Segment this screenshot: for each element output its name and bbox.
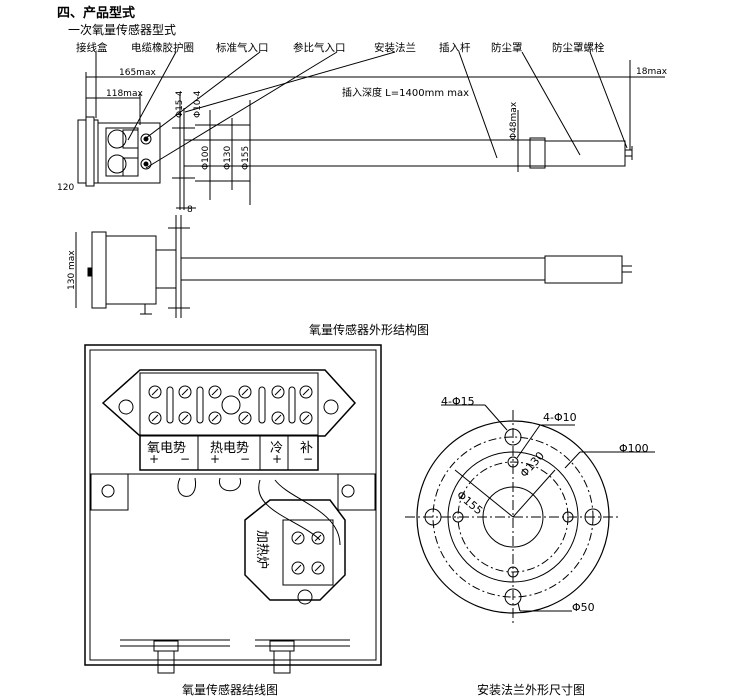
terminal-screw: [271, 385, 285, 399]
dim-phi15-4: Φ15-4: [175, 90, 185, 118]
sensor-top-view: [77, 51, 665, 210]
screw-slot: [294, 534, 302, 542]
terminal-screw: [148, 411, 162, 425]
caption-flange: 安装法兰外形尺寸图: [477, 683, 586, 697]
polarity-2: −: [180, 452, 191, 466]
dim-phi48max: Φ48max: [509, 101, 519, 140]
caption-wiring: 氧量传感器结线图: [182, 683, 279, 697]
terminal-divider: [196, 386, 204, 424]
terminal-screw: [299, 385, 313, 399]
polarity-6: −: [303, 452, 314, 466]
flange-drawing: [405, 404, 655, 625]
screw-slot: [211, 414, 219, 422]
label-d50: Φ50: [572, 601, 595, 614]
heater-label: 加热炉: [254, 530, 269, 569]
callout-reference-gas-inlet: 参比气入口: [293, 42, 346, 54]
terminal-screw: [178, 385, 192, 399]
dim-120: 120: [57, 183, 75, 193]
screw-slot: [241, 414, 249, 422]
screw-slot: [274, 388, 282, 396]
caption-outline-structure: 氧量传感器外形结构图: [309, 323, 430, 337]
heater-screw: [291, 561, 305, 575]
dim-phi130: Φ130: [223, 145, 233, 170]
section-heading: 四、产品型式: [57, 6, 136, 21]
center-mount-hole: [221, 395, 241, 415]
screw-slot: [302, 388, 310, 396]
screw-slot: [211, 388, 219, 396]
dim-8: 8: [187, 205, 193, 215]
heater-screw: [291, 531, 305, 545]
polarity-1: +: [149, 452, 160, 466]
terminal-screw: [238, 385, 252, 399]
heater-screw: [311, 561, 325, 575]
label-thermal-emf: 热电势: [210, 441, 250, 456]
terminal-screw: [271, 411, 285, 425]
label-holes-small: 4-Φ10: [543, 411, 577, 424]
callout-cable-grommet: 电缆橡胶护圈: [131, 42, 194, 54]
callout-dust-cover: 防尘罩: [491, 42, 523, 54]
terminal-divider: [288, 386, 296, 424]
dim-phi10-4: Φ10-4: [193, 90, 203, 118]
terminal-divider: [166, 386, 174, 424]
screw-slot: [302, 414, 310, 422]
terminal-screw: [299, 411, 313, 425]
sensor-type-subheading: 一次氧量传感器型式: [68, 23, 177, 37]
screw-slot: [151, 388, 159, 396]
screw-slot: [274, 414, 282, 422]
heater-block: [120, 477, 350, 674]
polarity-3: +: [210, 452, 221, 466]
dim-118max: 118max: [106, 89, 143, 99]
label-d130: Φ130: [518, 449, 548, 480]
wiring-diagram: [84, 344, 382, 666]
dim-18max: 18max: [636, 67, 668, 77]
callout-dust-cover-bolt: 防尘罩螺栓: [552, 42, 605, 54]
dim-130max: 130 max: [67, 250, 77, 290]
dim-insert-depth: 插入深度 L=1400mm max: [342, 88, 470, 99]
heater-screw: [311, 531, 325, 545]
callout-standard-gas-inlet: 标准气入口: [216, 42, 269, 54]
label-cold: 冷: [270, 441, 284, 456]
screw-slot: [314, 564, 322, 572]
sensor-side-view: [75, 215, 632, 318]
label-compensation: 补: [300, 441, 314, 456]
polarity-5: +: [272, 452, 283, 466]
polarity-4: −: [240, 452, 251, 466]
terminal-screw: [178, 411, 192, 425]
screw-slot: [294, 564, 302, 572]
callout-mounting-flange: 安装法兰: [374, 42, 416, 54]
terminal-screw: [208, 411, 222, 425]
terminal-screw: [148, 385, 162, 399]
dim-165max: 165max: [119, 68, 156, 78]
label-d155: Φ155: [454, 488, 485, 517]
label-oxygen-emf: 氧电势: [147, 441, 187, 456]
callout-junction-box: 接线盒: [76, 42, 108, 54]
screw-slot: [181, 414, 189, 422]
dim-phi155: Φ155: [241, 146, 251, 170]
terminal-screw: [208, 385, 222, 399]
screw-slot: [151, 414, 159, 422]
screw-slot: [181, 388, 189, 396]
dim-phi100: Φ100: [201, 145, 211, 170]
terminal-screws: [148, 385, 325, 575]
screw-slot: [241, 388, 249, 396]
terminal-screw: [238, 411, 252, 425]
callout-insertion-rod: 插入杆: [439, 42, 471, 54]
terminal-divider: [258, 386, 266, 424]
